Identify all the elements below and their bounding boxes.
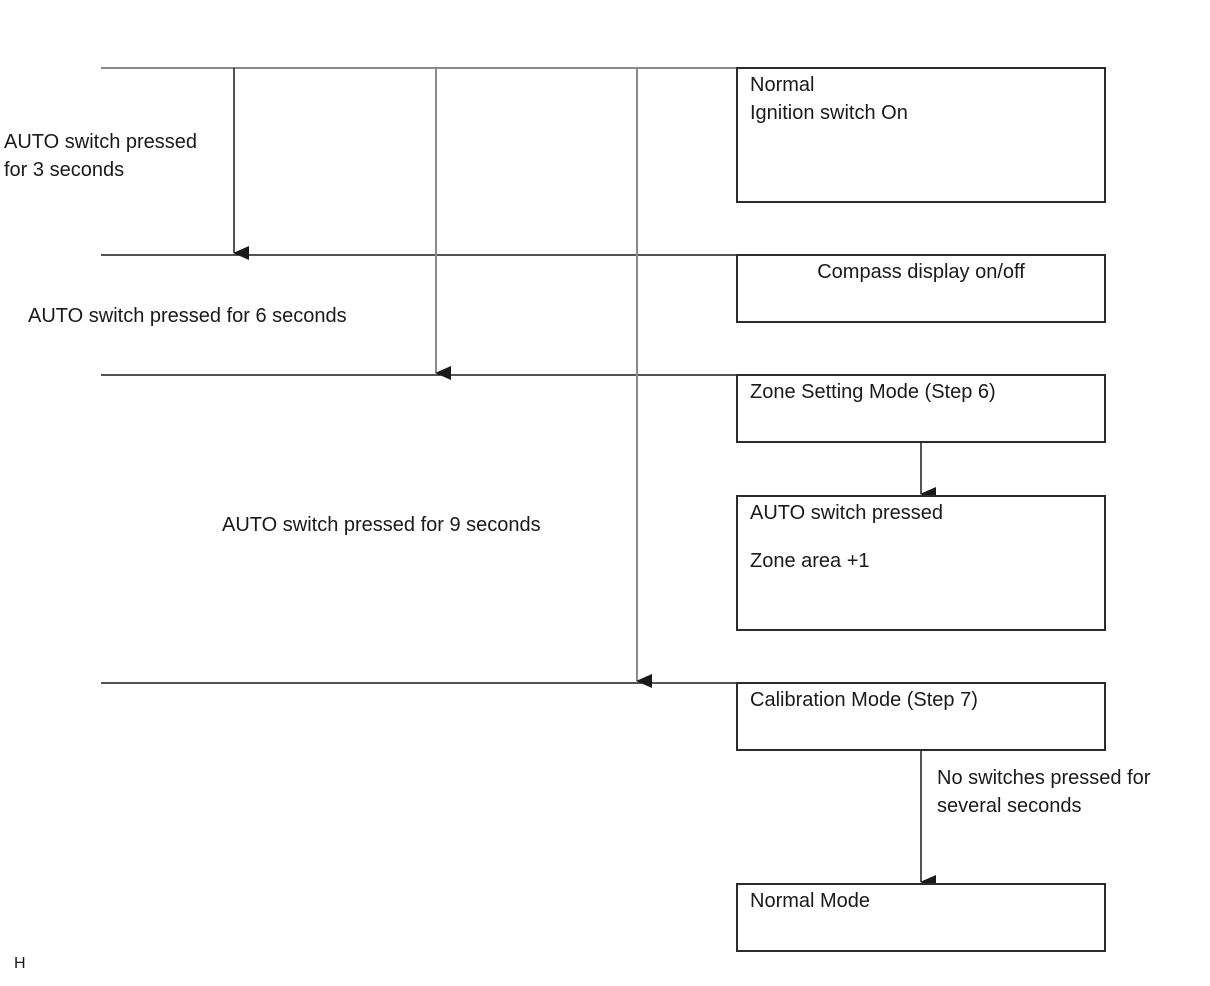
label-auto-6s-text: AUTO switch pressed for 6 seconds: [28, 305, 347, 327]
label-auto-3s-line1: AUTO switch pressed: [4, 131, 198, 153]
label-no-switches-line2: several seconds: [937, 795, 1082, 817]
label-auto-6-seconds: AUTO switch pressed for 6 seconds: [28, 302, 347, 330]
box-zone-setting-mode: Zone Setting Mode (Step 6): [736, 374, 1106, 443]
box-normal-ignition: Normal Ignition switch On: [736, 67, 1106, 203]
label-no-switches-line1: No switches pressed for: [937, 767, 1151, 789]
box-auto-pressed-zone: Zone area +1: [750, 550, 870, 572]
label-no-switches: No switches pressed for several seconds: [937, 764, 1150, 820]
box-normal-mode: Normal Mode: [736, 883, 1106, 952]
corner-mark: H: [14, 955, 26, 972]
label-auto-3-seconds: AUTO switch pressed for 3 seconds: [4, 128, 197, 184]
box-normal-title: Normal: [750, 74, 815, 96]
box-calibration-mode: Calibration Mode (Step 7): [736, 682, 1106, 751]
box-zone-setting-text: Zone Setting Mode (Step 6): [750, 381, 996, 403]
label-auto-9-seconds: AUTO switch pressed for 9 seconds: [222, 511, 541, 539]
label-auto-3s-line2: for 3 seconds: [4, 159, 125, 181]
box-calibration-text: Calibration Mode (Step 7): [750, 689, 978, 711]
label-auto-9s-text: AUTO switch pressed for 9 seconds: [222, 514, 541, 536]
box-compass-display: Compass display on/off: [736, 254, 1106, 323]
box-auto-switch-pressed: AUTO switch pressed Zone area +1: [736, 495, 1106, 631]
box-normal-subtitle: Ignition switch On: [750, 102, 908, 124]
box-normal-mode-text: Normal Mode: [750, 890, 871, 912]
box-auto-pressed-title: AUTO switch pressed: [750, 502, 944, 524]
box-compass-text: Compass display on/off: [817, 261, 1025, 283]
